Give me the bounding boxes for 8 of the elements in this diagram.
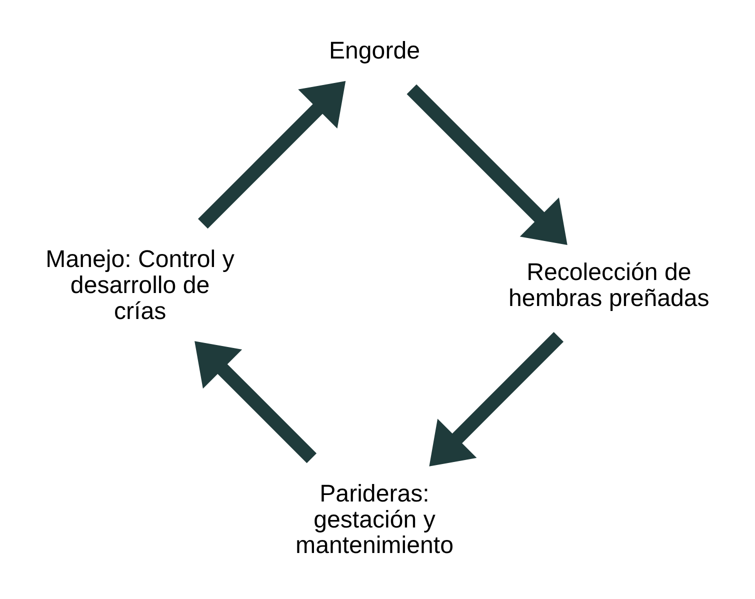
arrow	[194, 341, 317, 464]
arrow	[429, 332, 564, 466]
node-text: Parideras: gestación y mantenimiento	[296, 480, 454, 560]
arrow	[406, 84, 568, 246]
node-text: Engorde	[328, 38, 420, 65]
node-text: Recolección de hembras preñadas	[508, 259, 710, 312]
arrow	[198, 81, 346, 229]
node-text: Manejo: Control y desarrollo de crías	[46, 246, 234, 325]
